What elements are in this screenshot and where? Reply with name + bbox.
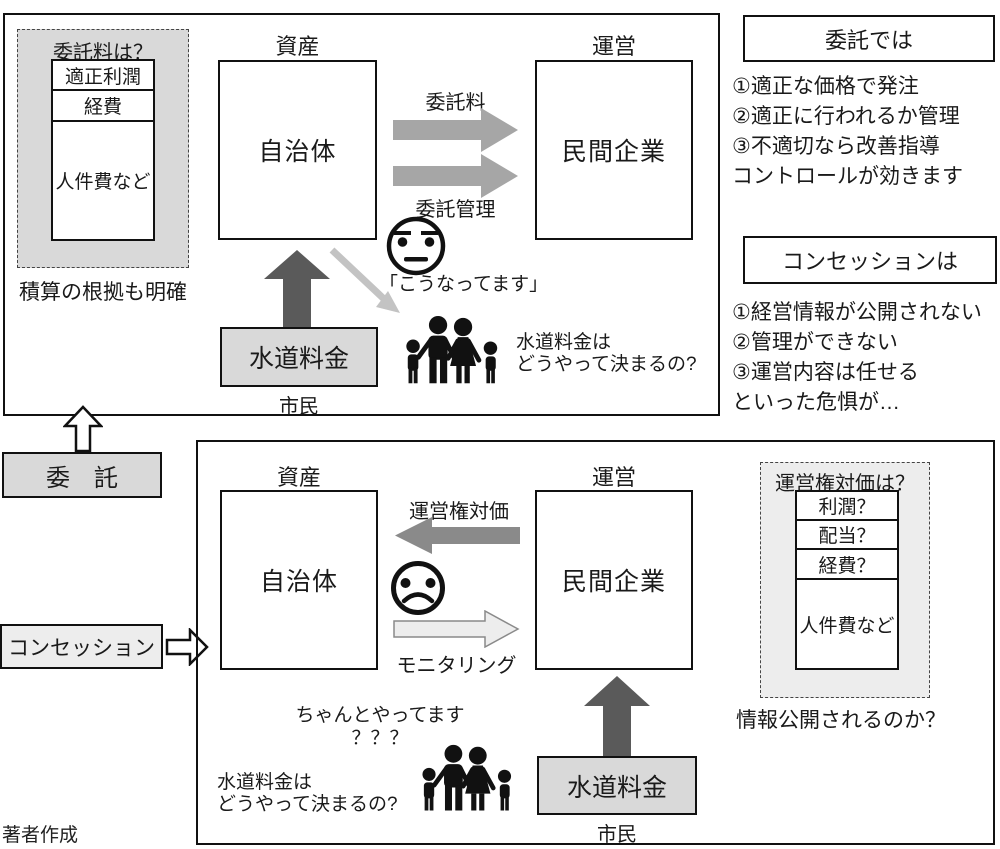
company-claim-line2: ？？？ bbox=[351, 728, 409, 749]
consignment-panel-title: 委託では bbox=[824, 27, 913, 53]
fee-up-arrow-icon bbox=[584, 676, 650, 756]
consignment-conclusion: コントロールが効きます bbox=[732, 165, 963, 188]
consignment-point-3: ③不適切なら改善指導 bbox=[732, 135, 940, 158]
top-municipality-box: 自治体 bbox=[218, 60, 377, 240]
consignment-tag: 委 託 bbox=[2, 452, 162, 498]
fee-up-arrow-icon bbox=[264, 250, 330, 327]
bottom-water-fee-box: 水道料金 bbox=[537, 756, 697, 815]
bottom-municipality-label: 自治体 bbox=[259, 568, 338, 596]
bottom-citizen-question-line1: 水道料金は bbox=[217, 772, 313, 793]
company-claim-line1: ちゃんとやってます bbox=[295, 705, 465, 726]
concession-panel-title-box: コンセッションは bbox=[743, 236, 997, 284]
bottom-citizen-label: 市民 bbox=[597, 824, 637, 846]
top-citizen-question-line1: 水道料金は bbox=[516, 332, 612, 353]
consignment-tag-label: 委 託 bbox=[46, 464, 118, 492]
top-citizen-label: 市民 bbox=[279, 396, 319, 418]
consignment-panel-title-box: 委託では bbox=[743, 15, 995, 62]
top-citizen-question-line2: どうやって決まるの? bbox=[516, 354, 697, 375]
bottom-citizen-question: 水道料金は どうやって決まるの? bbox=[217, 772, 398, 816]
concession-point-3: ③運営内容は任せる bbox=[732, 361, 919, 384]
consignment-up-arrow-icon bbox=[63, 405, 103, 453]
company-claim: ちゃんとやってます ？？？ bbox=[285, 704, 475, 750]
value-breakdown-title: 運営権対価は？ bbox=[775, 473, 915, 495]
top-water-fee-box: 水道料金 bbox=[220, 327, 378, 387]
value-arrow-label: 運営権対価 bbox=[409, 501, 509, 523]
consignment-point-2: ②適正に行われるか管理 bbox=[732, 105, 960, 128]
monitoring-right-arrow-icon bbox=[393, 610, 520, 648]
value-row-personnel: 人件費など bbox=[799, 615, 895, 637]
concession-point-2: ②管理ができない bbox=[732, 331, 898, 354]
consignment-fee-breakdown-caption: 積算の根拠も明確 bbox=[19, 281, 187, 304]
value-left-arrow-icon bbox=[395, 517, 520, 554]
fee-row-expenses: 経費 bbox=[53, 91, 153, 122]
concession-panel-title: コンセッションは bbox=[781, 249, 958, 274]
consignment-fee-breakdown-table: 適正利潤 経費 人件費など bbox=[51, 59, 155, 241]
bottom-private-company-box: 民間企業 bbox=[535, 490, 693, 670]
manage-right-arrow-icon bbox=[393, 154, 518, 198]
value-breakdown-caption: 情報公開されるのか？ bbox=[736, 709, 946, 732]
value-row-dividend: 配当？ bbox=[797, 521, 897, 550]
fee-row-profit: 適正利潤 bbox=[53, 61, 153, 91]
top-private-company-label: 民間企業 bbox=[561, 138, 666, 166]
value-row-profit: 利潤？ bbox=[797, 492, 897, 521]
bottom-municipality-box: 自治体 bbox=[220, 490, 378, 670]
fee-right-arrow-icon bbox=[393, 108, 518, 152]
bottom-citizen-question-line2: どうやって決まるの? bbox=[217, 794, 398, 815]
concession-point-1: ①経営情報が公開されない bbox=[732, 301, 982, 324]
monitoring-arrow-label: モニタリング bbox=[396, 655, 517, 677]
value-row-expenses: 経費？ bbox=[797, 550, 897, 580]
sad-face-icon bbox=[391, 561, 445, 615]
top-operation-label: 運営 bbox=[591, 34, 636, 59]
top-citizen-question: 水道料金は どうやって決まるの? bbox=[516, 332, 697, 376]
concession-tag: コンセッション bbox=[0, 624, 163, 669]
fee-arrow-label: 委託料 bbox=[425, 92, 486, 114]
consignment-diagram-frame bbox=[3, 13, 720, 416]
family-icon bbox=[406, 315, 498, 384]
top-asset-label: 資産 bbox=[275, 34, 320, 59]
diagonal-arrow-icon bbox=[329, 247, 400, 313]
concession-tag-label: コンセッション bbox=[8, 636, 155, 660]
family-icon bbox=[422, 744, 512, 811]
top-private-company-box: 民間企業 bbox=[535, 60, 693, 240]
author-credit: 著者作成 bbox=[2, 825, 79, 846]
bottom-private-company-label: 民間企業 bbox=[561, 568, 666, 596]
government-quote: 「こうなってます」 bbox=[379, 274, 549, 295]
consignment-fee-breakdown-title: 委託料は？ bbox=[53, 42, 153, 64]
bottom-asset-label: 資産 bbox=[276, 465, 321, 490]
consignment-panel-list: ①適正な価格で発注 ②適正に行われるか管理 ③不適切なら改善指導 コントロールが… bbox=[732, 72, 963, 192]
fee-row-personnel: 人件費など bbox=[55, 172, 151, 193]
neutral-watching-face-icon bbox=[386, 216, 446, 276]
bottom-operation-label: 運営 bbox=[591, 465, 636, 490]
top-water-fee-label: 水道料金 bbox=[248, 345, 349, 373]
top-municipality-label: 自治体 bbox=[258, 138, 337, 166]
concession-diagram-frame bbox=[196, 440, 995, 845]
concession-conclusion: といった危惧が… bbox=[732, 391, 900, 414]
consignment-point-1: ①適正な価格で発注 bbox=[732, 75, 919, 98]
concession-panel-list: ①経営情報が公開されない ②管理ができない ③運営内容は任せる といった危惧が… bbox=[732, 298, 982, 418]
value-breakdown-table: 利潤？ 配当？ 経費？ 人件費など bbox=[795, 490, 899, 670]
bottom-water-fee-label: 水道料金 bbox=[566, 773, 667, 802]
manage-arrow-label: 委託管理 bbox=[415, 199, 496, 221]
